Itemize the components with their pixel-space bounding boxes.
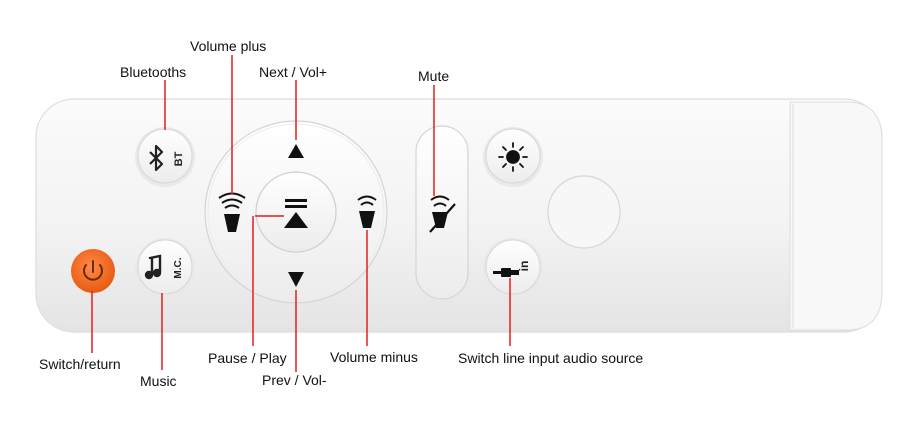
- audio-jack-icon: [493, 268, 519, 277]
- label-mute: Mute: [418, 68, 450, 84]
- label-next-vol-plus: Next / Vol+: [259, 64, 328, 80]
- bluetooth-button[interactable]: BT: [135, 127, 195, 187]
- arrow-up-icon: [288, 144, 304, 158]
- power-button[interactable]: [71, 249, 115, 293]
- music-note-icon: [144, 254, 162, 280]
- light-button[interactable]: [483, 127, 543, 187]
- label-music: Music: [140, 373, 177, 389]
- bluetooth-button-label: BT: [173, 151, 185, 166]
- label-switch-return: Switch/return: [39, 356, 121, 372]
- volume-minus-button[interactable]: [357, 195, 377, 229]
- bluetooth-icon: [149, 144, 164, 172]
- mute-button[interactable]: [415, 125, 469, 300]
- music-button[interactable]: M.C.: [135, 238, 195, 298]
- power-icon: [83, 260, 103, 281]
- callout-lines: [91, 55, 511, 372]
- label-prev-vol-minus: Prev / Vol-: [262, 372, 327, 388]
- label-switch-line-input: Switch line input audio source: [458, 350, 644, 366]
- ir-sensor-window: [547, 175, 621, 249]
- prev-vol-minus-button[interactable]: [288, 272, 304, 287]
- line-in-button[interactable]: in: [483, 238, 543, 298]
- line-in-button-label: in: [517, 261, 531, 272]
- label-volume-plus: Volume plus: [190, 38, 267, 54]
- arrow-down-icon: [288, 272, 304, 287]
- pause-play-button[interactable]: [255, 171, 337, 253]
- pause-play-icon: [284, 199, 308, 228]
- next-vol-plus-button[interactable]: [288, 144, 304, 158]
- music-button-label: M.C.: [173, 257, 184, 278]
- volume-down-icon: [357, 195, 377, 228]
- sun-icon: [498, 142, 528, 172]
- label-volume-minus: Volume minus: [330, 349, 418, 365]
- label-pause-play: Pause / Play: [208, 350, 287, 366]
- label-bluetooths: Bluetooths: [120, 64, 187, 80]
- mute-icon: [429, 195, 456, 233]
